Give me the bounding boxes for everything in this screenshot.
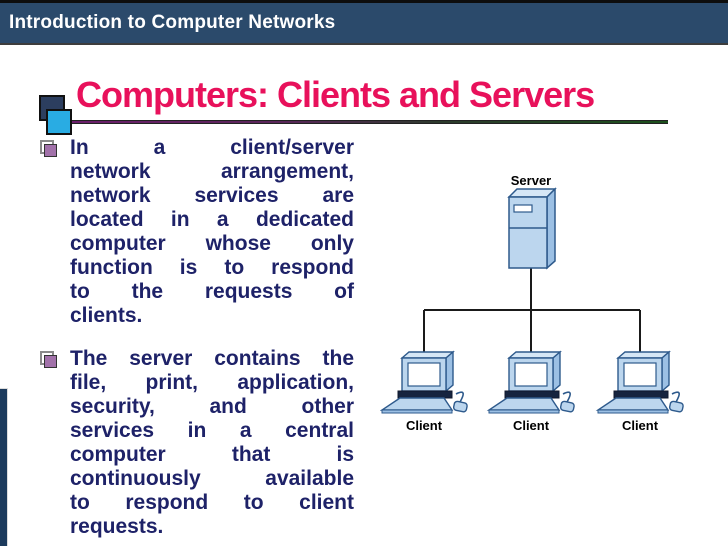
bullet-icon <box>40 140 57 157</box>
client-icon <box>381 351 469 414</box>
bullet-text-line: services in a central <box>70 419 354 442</box>
bullet-text-line: clients. <box>70 304 143 327</box>
client-icon <box>488 351 576 414</box>
network-links <box>423 268 641 356</box>
bullet-text-line: to respond to client <box>70 491 354 514</box>
client-label: Client <box>406 418 443 433</box>
bullet-text-line: network services are <box>70 184 354 207</box>
server-icon <box>507 187 557 270</box>
slide-body: In a client/server network arrangement, … <box>40 136 360 539</box>
bullet-text-line: security, and other <box>70 395 354 418</box>
bullet-text-line: located in a dedicated <box>70 208 354 231</box>
bullet-text-line: The server contains the <box>70 347 354 370</box>
bullet-item-1: In a client/server network arrangement, … <box>40 136 360 328</box>
client-label: Client <box>513 418 550 433</box>
bullet-1-text: In a client/server network arrangement, … <box>70 136 354 328</box>
network-diagram: Server Client Client Client <box>381 173 685 433</box>
course-title: Introduction to Computer Networks <box>9 12 336 33</box>
slide-header-bar: Introduction to Computer Networks <box>0 0 728 45</box>
bullet-icon-fill <box>44 355 57 368</box>
title-decoration-cyan-square <box>46 109 72 135</box>
bullet-item-2: The server contains the file, print, app… <box>40 347 360 539</box>
client-label: Client <box>622 418 659 433</box>
server-label: Server <box>511 173 551 188</box>
title-underline-rule <box>72 120 668 124</box>
bullet-text-line: file, print, application, <box>70 371 354 394</box>
left-edge-accent-bar <box>0 388 8 546</box>
bullet-text-line: computer that is <box>70 443 354 466</box>
bullet-text-line: to the requests of <box>70 280 354 303</box>
bullet-text-line: In a client/server <box>70 136 354 159</box>
client-icon <box>597 351 685 414</box>
bullet-text-line: network arrangement, <box>70 160 354 183</box>
bullet-text-line: requests. <box>70 515 164 538</box>
bullet-icon <box>40 351 57 368</box>
bullet-text-line: computer whose only <box>70 232 354 255</box>
bullet-text-line: function is to respond <box>70 256 354 279</box>
slide-title: Computers: Clients and Servers <box>76 74 595 115</box>
bullet-icon-fill <box>44 144 57 157</box>
bullet-text-line: continuously available <box>70 467 354 490</box>
bullet-2-text: The server contains the file, print, app… <box>70 347 354 539</box>
